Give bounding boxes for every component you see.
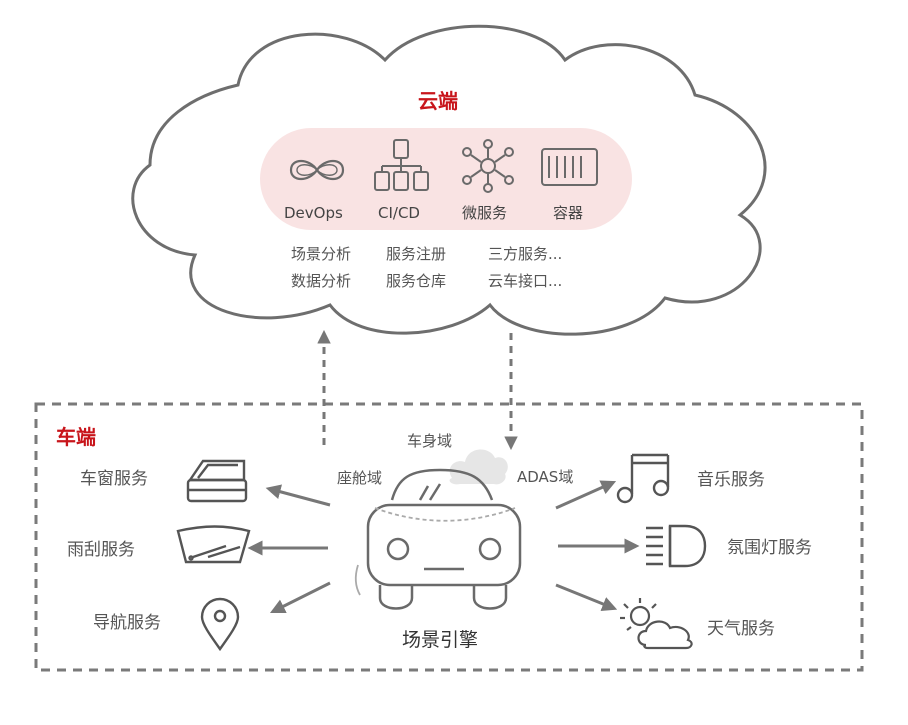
arrow-to-window [265, 484, 331, 507]
cicd-label: CI/CD [378, 204, 420, 222]
wiper-icon [176, 525, 251, 564]
container-icon [541, 148, 598, 186]
scene-engine-label: 场景引擎 [402, 629, 479, 651]
location-pin-icon [200, 597, 240, 652]
weather-icon [620, 598, 693, 650]
feature-service-repository: 服务仓库 [386, 272, 447, 290]
cloud-icon-pill [260, 128, 632, 230]
arrow-to-weather [555, 583, 618, 612]
small-cloud [449, 449, 508, 485]
microservice-label: 微服务 [462, 204, 508, 222]
feature-scene-analysis: 场景分析 [291, 245, 352, 263]
headlight-icon [646, 524, 707, 568]
infinity-icon [289, 159, 345, 181]
domain-cockpit: 座舱域 [337, 469, 383, 487]
service-wiper-label: 雨刮服务 [67, 540, 135, 560]
network-nodes-icon [462, 139, 514, 193]
feature-service-registry: 服务注册 [386, 245, 447, 263]
vehicle-region [34, 402, 864, 672]
car-window-icon [186, 459, 248, 503]
cloud-title: 云端 [418, 89, 458, 113]
service-music-label: 音乐服务 [697, 470, 765, 490]
music-note-icon [616, 453, 670, 504]
devops-label: DevOps [284, 204, 343, 222]
arrow-to-music [555, 480, 617, 510]
container-label: 容器 [553, 204, 584, 222]
flowchart-icon [374, 139, 429, 191]
service-ambient-light-label: 氛围灯服务 [727, 538, 812, 558]
vehicle-title: 车端 [56, 425, 96, 449]
service-window-label: 车窗服务 [80, 469, 148, 489]
feature-cloud-car-interface: 云车接口... [488, 272, 563, 290]
feature-third-party-services: 三方服务... [488, 245, 563, 263]
service-weather-label: 天气服务 [707, 619, 775, 639]
domain-adas: ADAS域 [517, 468, 574, 486]
domain-body: 车身域 [407, 432, 453, 450]
service-navigation-label: 导航服务 [93, 613, 161, 633]
arrow-to-navigation [269, 581, 331, 614]
feature-data-analysis: 数据分析 [291, 272, 352, 290]
car-icon [354, 468, 522, 610]
